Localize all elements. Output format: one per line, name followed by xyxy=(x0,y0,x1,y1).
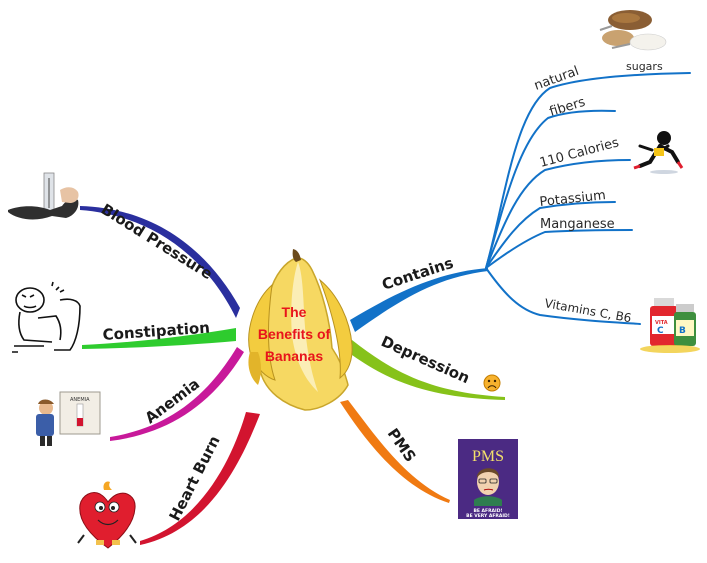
pms-poster-caption-2: BE VERY AFRAID! xyxy=(466,513,510,519)
runner-figure-image xyxy=(633,131,684,174)
constipation-cartoon-image xyxy=(12,281,81,353)
center-title-line3: Bananas xyxy=(265,348,324,364)
label-potassium: Potassium xyxy=(539,188,607,210)
center-title-line1: The xyxy=(282,304,307,320)
blood-pressure-cuff-image xyxy=(8,172,79,220)
branch-blood-pressure xyxy=(80,206,240,318)
line-potassium xyxy=(485,201,616,269)
branch-contains xyxy=(350,268,488,332)
label-natural: natural xyxy=(532,64,581,94)
line-calories xyxy=(485,159,631,269)
sugar-spoons-image xyxy=(599,10,667,51)
line-natural xyxy=(485,72,691,269)
line-vitamins xyxy=(485,267,641,325)
pms-poster-title: PMS xyxy=(472,448,504,465)
pms-poster-caption-1: BE AFRAID! xyxy=(473,508,502,514)
banana-image xyxy=(248,249,353,411)
label-depression: Depression xyxy=(378,332,472,387)
sad-face-icon xyxy=(483,374,501,392)
vitamin-bottles-image: VITA C B xyxy=(640,298,700,353)
contains-sub-branches xyxy=(485,72,691,325)
line-fibers xyxy=(485,109,616,269)
label-blood-pressure: Blood Pressure xyxy=(98,200,216,283)
center-title-line2: Benefits of xyxy=(258,326,331,342)
vitamin-bottle-label: VITA xyxy=(655,320,668,326)
branch-heart-burn xyxy=(140,412,260,545)
label-manganese: Manganese xyxy=(540,217,615,232)
branch-depression xyxy=(348,340,505,400)
branch-constipation xyxy=(82,328,236,349)
label-sugars: sugars xyxy=(626,60,663,73)
branch-pms xyxy=(340,400,450,503)
label-fibers: fibers xyxy=(548,95,588,120)
anemia-doctor-image: ANEMIA xyxy=(36,391,101,446)
vitamin-b-letter: B xyxy=(679,326,686,336)
vitamin-c-letter: C xyxy=(657,326,664,336)
line-manganese xyxy=(485,229,633,269)
anemia-chart-label: ANEMIA xyxy=(70,397,90,403)
pms-poster-image: PMS BE AFRAID! BE VERY AFRAID! xyxy=(458,439,518,519)
label-calories: 110 Calories xyxy=(538,135,621,171)
heart-burn-heart-image xyxy=(77,481,137,549)
